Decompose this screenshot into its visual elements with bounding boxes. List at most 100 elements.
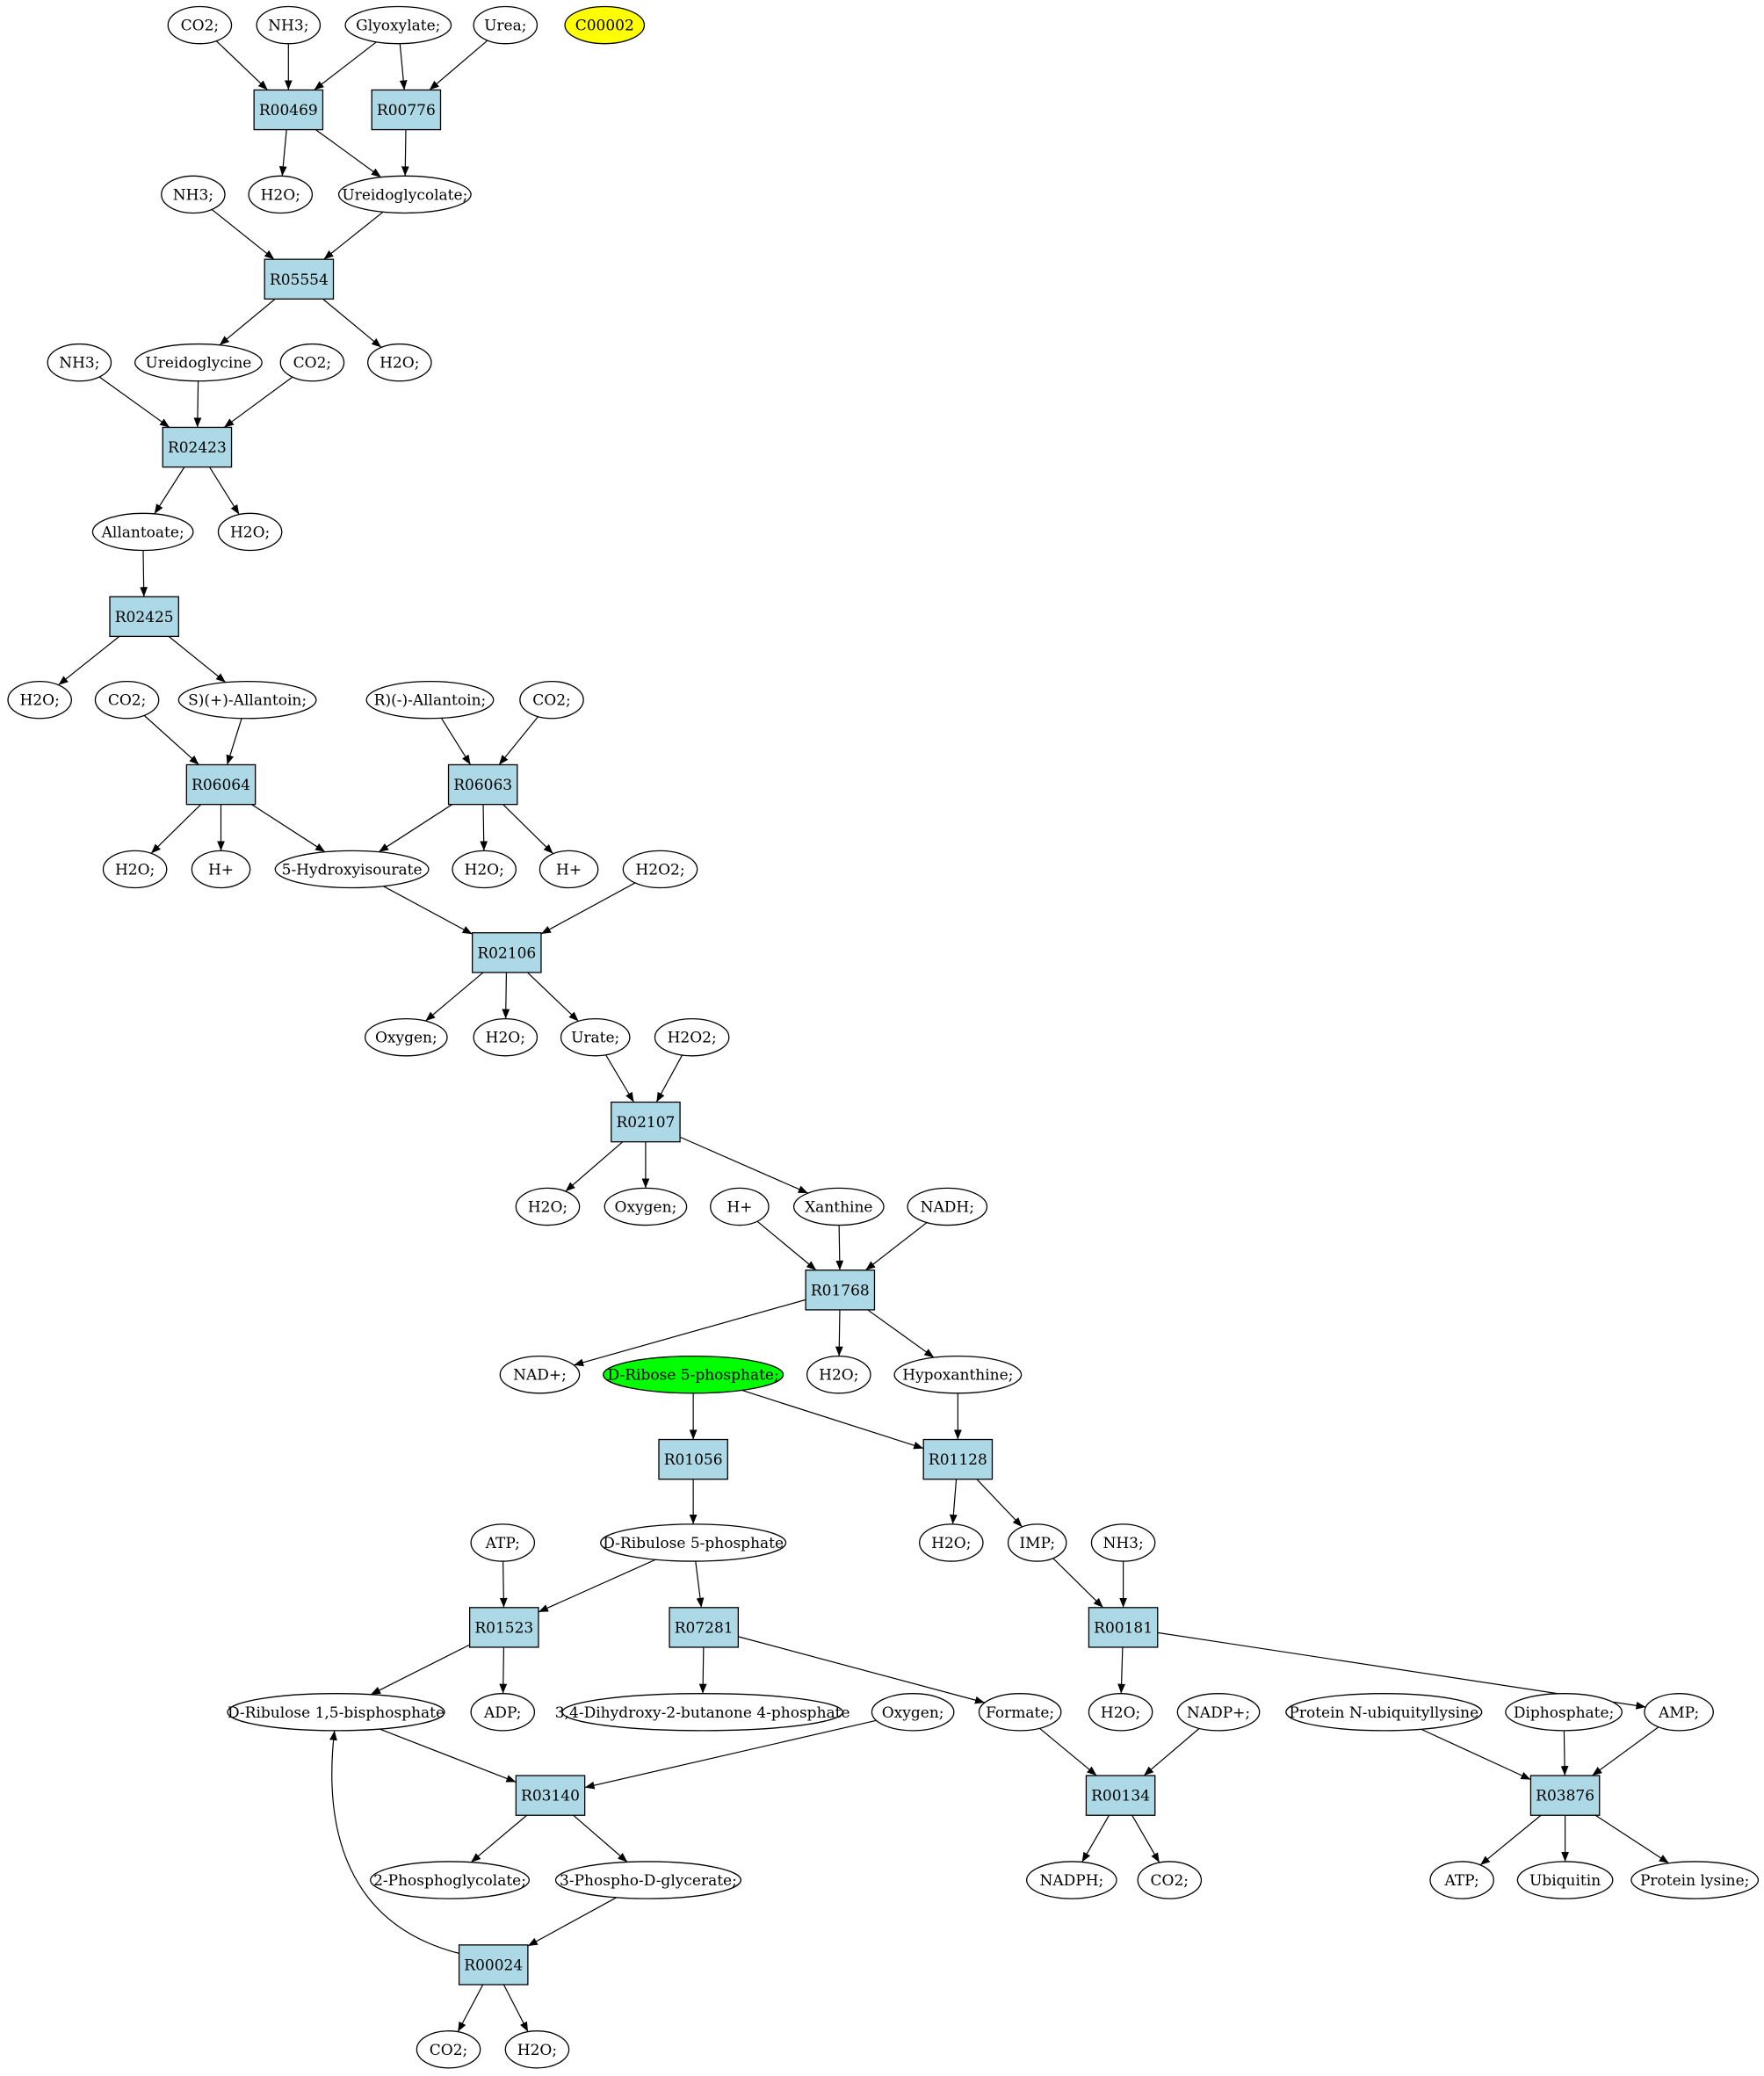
reaction-box[interactable] [264,258,335,300]
compound-node-c-dhbp[interactable]: 3,4-Dihydroxy-2-butanone 4-phosphate [555,1693,850,1732]
compound-ellipse[interactable] [1429,1861,1494,1899]
compound-node-c-rubp[interactable]: D-Ribulose 1,5-bisphosphate [227,1693,445,1732]
compound-node-c-nh3-b[interactable]: NH3; [161,175,226,214]
reaction-node-r00181[interactable]: R00181 [1088,1607,1159,1648]
reaction-box[interactable] [447,763,518,806]
compound-node-c-nadh[interactable]: NADH; [907,1187,988,1226]
compound-node-c-ubiquitin[interactable]: Ubiquitin [1516,1861,1614,1899]
compound-node-c-co2-d[interactable]: CO2; [519,680,584,720]
compound-ellipse[interactable] [279,343,345,382]
reaction-node-r02425[interactable]: R02425 [109,596,179,638]
compound-ellipse[interactable] [1088,1693,1153,1732]
compound-node-c-3pg[interactable]: 3-Phospho-D-glycerate; [554,1861,742,1899]
compound-node-c-co2-c[interactable]: CO2; [94,680,160,720]
reaction-node-r02107[interactable]: R02107 [611,1101,681,1143]
reaction-box[interactable] [669,1607,739,1648]
compound-node-c-oxygen-a[interactable]: Oxygen; [365,1017,448,1057]
compound-ellipse[interactable] [1026,1861,1117,1899]
reaction-box[interactable] [185,763,257,806]
compound-node-c-adp[interactable]: ADP; [470,1693,536,1732]
compound-ellipse[interactable] [600,1523,787,1562]
compound-node-c-imp[interactable]: IMP; [1007,1523,1067,1562]
compound-ellipse[interactable] [1090,1523,1156,1562]
compound-node-c-2pg[interactable]: 2-Phosphoglycolate; [370,1861,531,1899]
reaction-box[interactable] [371,89,442,131]
reaction-node-r03140[interactable]: R03140 [515,1775,586,1816]
compound-node-c-hplus-c[interactable]: H+ [710,1187,770,1226]
compound-ellipse[interactable] [978,1693,1062,1732]
reaction-node-r03876[interactable]: R03876 [1529,1775,1601,1816]
compound-ellipse[interactable] [91,512,194,552]
compound-node-c-atp-b[interactable]: ATP; [1429,1861,1494,1899]
compound-node-c-nh3-c[interactable]: NH3; [47,343,112,382]
compound-ellipse[interactable] [1516,1861,1614,1899]
compound-node-c-amp[interactable]: AMP; [1644,1693,1714,1732]
compound-node-c-h2o2-a[interactable]: H2O2; [622,850,698,889]
compound-ellipse[interactable] [370,1861,531,1899]
reaction-node-r06064[interactable]: R06064 [185,763,257,806]
compound-node-c-h2o-c[interactable]: H2O; [217,512,283,552]
compound-node-c-atp-a[interactable]: ATP; [470,1523,536,1562]
compound-node-c-hypoxanthine[interactable]: Hypoxanthine; [893,1356,1023,1394]
compound-node-c-h2o-g[interactable]: H2O; [473,1017,539,1057]
reaction-box[interactable] [162,426,233,468]
compound-node-c-r-allantoin[interactable]: R)(-)-Allantoin; [365,680,495,720]
compound-ellipse[interactable] [217,512,283,552]
compound-node-c-oxygen-c[interactable]: Oxygen; [871,1693,955,1732]
compound-node-c-protein-lys[interactable]: Protein lysine; [1630,1861,1760,1899]
compound-ellipse[interactable] [539,850,599,889]
compound-node-c-allantoate[interactable]: Allantoate; [91,512,194,552]
compound-node-c-nadplus[interactable]: NAD+; [499,1356,581,1394]
compound-node-c-h2o-d[interactable]: H2O; [7,680,72,720]
compound-node-c-ru5p[interactable]: D-Ribulose 5-phosphate [600,1523,787,1562]
reaction-node-r05554[interactable]: R05554 [264,258,335,300]
compound-ellipse[interactable] [470,1523,536,1562]
compound-ellipse[interactable] [365,1017,448,1057]
compound-node-c-glyoxylate[interactable]: Glyoxylate; [344,5,452,45]
reaction-node-r00776[interactable]: R00776 [371,89,442,131]
compound-ellipse[interactable] [452,850,517,889]
reaction-box[interactable] [611,1101,681,1143]
reaction-box[interactable] [471,932,542,973]
compound-ellipse[interactable] [1007,1523,1067,1562]
reaction-box[interactable] [1085,1775,1156,1816]
compound-ellipse[interactable] [134,343,263,382]
compound-node-c-h2o-h[interactable]: H2O; [515,1187,581,1226]
compound-node-c-co2-f[interactable]: CO2; [416,2030,481,2069]
compound-ellipse[interactable] [792,1187,885,1226]
reaction-node-r01128[interactable]: R01128 [922,1438,994,1480]
compound-ellipse[interactable] [554,1861,742,1899]
compound-node-c-h2o-b[interactable]: H2O; [367,343,432,382]
compound-ellipse[interactable] [604,1187,688,1226]
compound-ellipse[interactable] [191,850,251,889]
reaction-node-r07281[interactable]: R07281 [669,1607,739,1648]
compound-ellipse[interactable] [1285,1693,1483,1732]
compound-node-c-urea[interactable]: Urea; [473,5,539,45]
compound-ellipse[interactable] [274,850,430,889]
compound-node-c-5hiu[interactable]: 5-Hydroxyisourate [274,850,430,889]
compound-node-c-h2o-e[interactable]: H2O; [102,850,168,889]
compound-ellipse[interactable] [893,1356,1023,1394]
compound-ellipse[interactable] [367,343,432,382]
compound-ellipse[interactable] [248,175,314,214]
compound-ellipse[interactable] [1644,1693,1714,1732]
compound-node-c-xanthine[interactable]: Xanthine [792,1187,885,1226]
reaction-box[interactable] [1088,1607,1159,1648]
compound-ellipse[interactable] [473,1017,539,1057]
compound-ellipse[interactable] [177,680,317,720]
reaction-node-r01768[interactable]: R01768 [805,1269,876,1311]
compound-node-c-h2o-i[interactable]: H2O; [806,1356,871,1394]
compound-ellipse[interactable] [710,1187,770,1226]
compound-ellipse[interactable] [622,850,698,889]
compound-ellipse[interactable] [1137,1861,1203,1899]
compound-ellipse[interactable] [167,5,233,45]
reaction-box[interactable] [458,1944,529,1986]
reaction-node-r02423[interactable]: R02423 [162,426,233,468]
compound-ellipse[interactable] [603,1356,784,1394]
compound-node-c-h2o-l[interactable]: H2O; [504,2030,570,2069]
compound-ellipse[interactable] [806,1356,871,1394]
compound-ellipse[interactable] [515,1187,581,1226]
reaction-box[interactable] [805,1269,876,1311]
compound-ellipse[interactable] [337,175,472,214]
compound-node-c-ureidoglycine[interactable]: Ureidoglycine [134,343,263,382]
